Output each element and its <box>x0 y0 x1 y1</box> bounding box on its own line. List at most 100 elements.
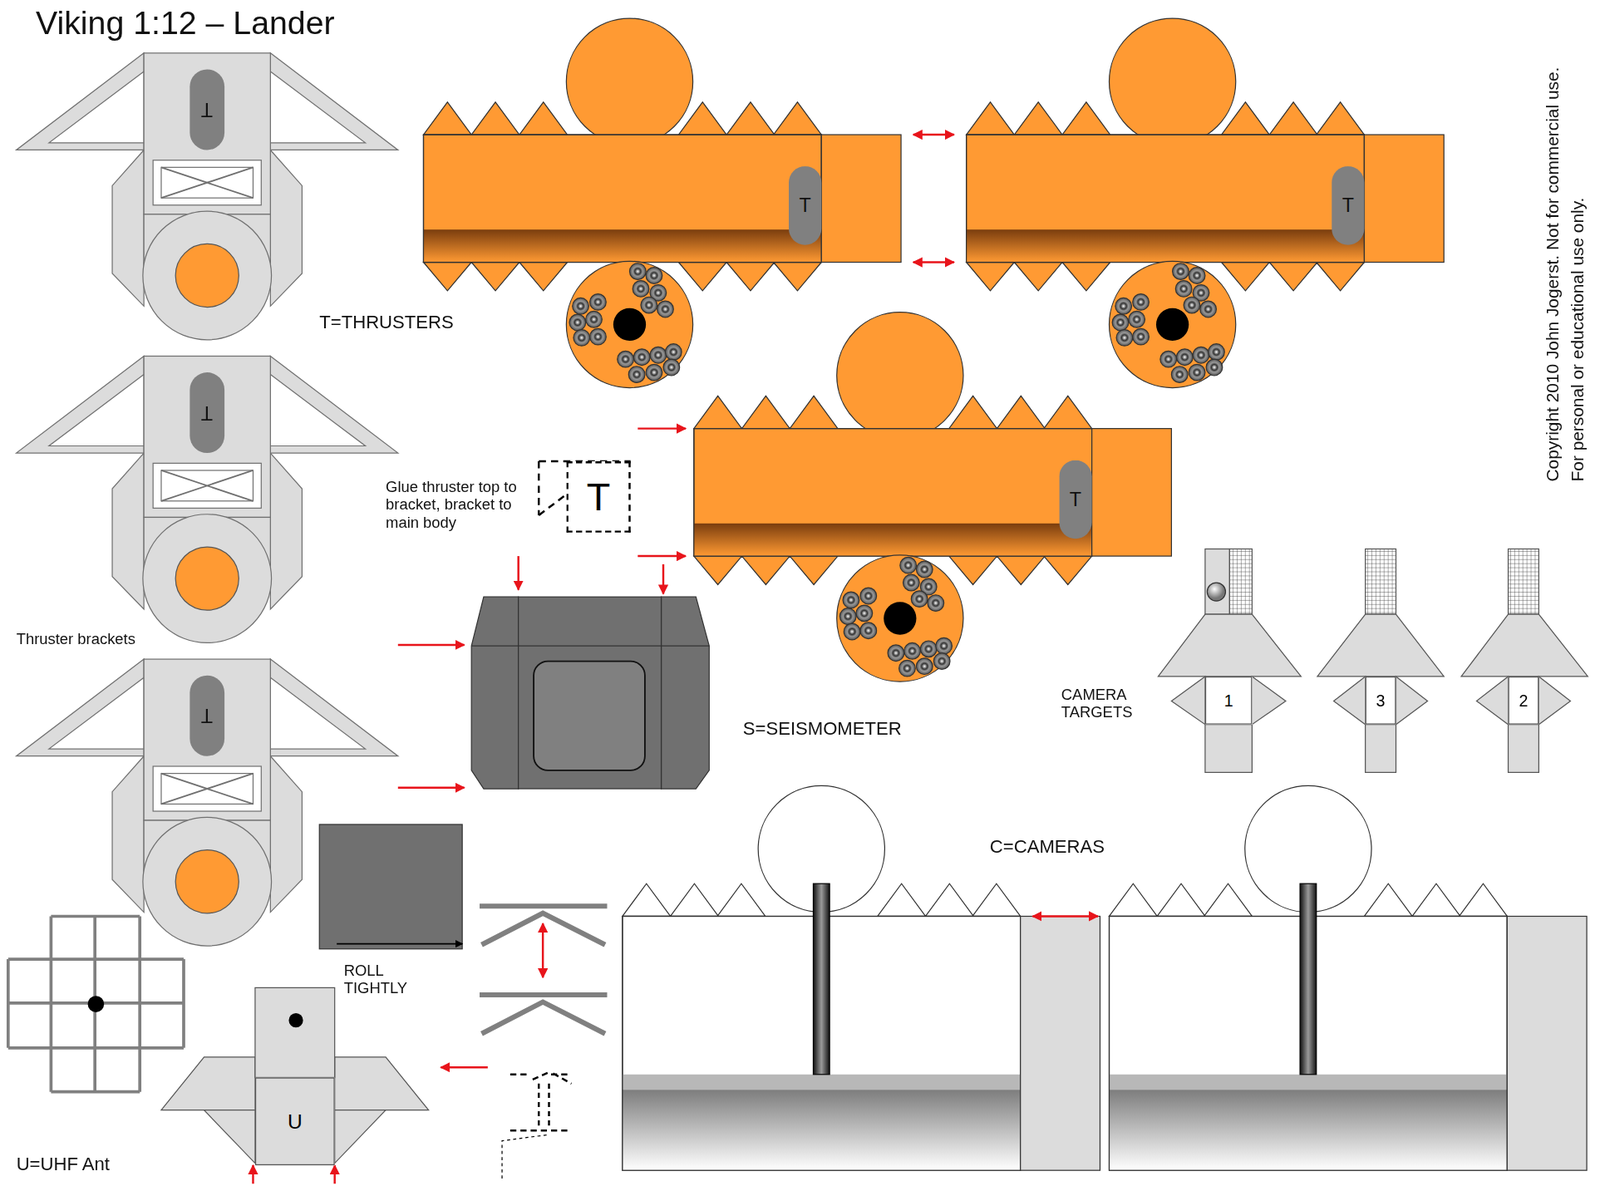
art-line <box>479 903 607 909</box>
node-text: 1 <box>1224 692 1234 709</box>
part-caption: Glue thruster top to bracket, bracket to… <box>385 477 529 532</box>
thruster-bracket <box>16 355 399 643</box>
art-line <box>251 1165 254 1184</box>
node-text: T <box>1069 489 1082 509</box>
art-path <box>502 1134 549 1179</box>
grid-dot <box>88 995 105 1013</box>
art-path <box>538 1083 549 1128</box>
thruster-mark: T <box>189 675 225 757</box>
art-line <box>398 787 465 789</box>
art-line <box>913 133 955 136</box>
part-caption: U=UHF Ant <box>16 1154 110 1176</box>
art-path <box>8 915 184 1092</box>
art-rect <box>518 596 662 789</box>
assembly-arrows <box>252 134 1098 1184</box>
thruster-bracket <box>16 53 399 340</box>
art-line <box>398 644 465 646</box>
part-label-box: 1 <box>1205 676 1252 725</box>
art-path <box>510 1129 570 1132</box>
art-rect <box>1365 549 1397 616</box>
thruster-mark: T <box>1058 460 1092 540</box>
thruster-guide-box: T <box>566 461 631 533</box>
art-line <box>440 1066 488 1069</box>
thruster-mark: T <box>1331 166 1364 246</box>
art-polygon <box>1251 676 1286 725</box>
copyright-note: Copyright 2010 John Jogerst. Not for com… <box>1542 67 1563 483</box>
part-caption: Thruster brackets <box>16 629 136 647</box>
thruster-part <box>966 18 1445 388</box>
art-line <box>479 992 607 998</box>
node-text: U <box>287 1111 303 1133</box>
part-label-box: 2 <box>1508 676 1540 725</box>
part-caption: C=CAMERAS <box>989 836 1105 858</box>
thruster-part <box>423 18 901 388</box>
art-line <box>516 556 519 591</box>
roll-square <box>319 824 463 950</box>
art-circle <box>1206 582 1226 601</box>
art-rect <box>1508 724 1540 773</box>
camera-part <box>1109 785 1588 1171</box>
uhf-legs <box>479 905 607 1034</box>
art-rect <box>255 987 335 1078</box>
art-circle <box>288 1013 303 1028</box>
node-text: 3 <box>1376 692 1386 709</box>
art-path <box>481 1002 606 1034</box>
art-polygon <box>1171 676 1206 725</box>
thruster-mark: T <box>189 372 225 453</box>
art-line <box>662 564 665 595</box>
art-polygon <box>1476 676 1508 725</box>
art-rect <box>533 661 645 771</box>
art-polygon <box>334 1057 429 1111</box>
art-line <box>541 923 544 978</box>
art-line <box>471 645 709 647</box>
part-label-box: U <box>255 1077 335 1166</box>
part-caption: CAMERA TARGETS <box>1061 685 1153 721</box>
thruster-part <box>694 312 1172 682</box>
art-path <box>510 1071 572 1084</box>
art-line <box>913 260 955 263</box>
art-polygon <box>161 1057 256 1111</box>
art-rect <box>1229 549 1252 616</box>
art-polygon <box>1461 614 1588 677</box>
art-polygon <box>1157 614 1301 677</box>
node-text: T <box>201 99 213 119</box>
part-caption: T=THRUSTERS <box>319 312 453 334</box>
thruster-mark: T <box>788 166 822 246</box>
part-label-box: 3 <box>1365 676 1397 725</box>
art-polygon <box>471 596 518 789</box>
sheet-title: Viking 1:12 – Lander <box>35 4 335 42</box>
copyright-note: For personal or educational use only. <box>1568 197 1589 483</box>
node-text: T <box>1342 196 1354 216</box>
art-polygon <box>204 1110 256 1164</box>
art-rect <box>1205 549 1230 616</box>
camera-targets <box>1157 549 1588 773</box>
node-text: T <box>201 706 213 726</box>
node-text: 2 <box>1518 692 1528 709</box>
art-rect <box>1508 549 1540 616</box>
art-line <box>1032 915 1098 917</box>
art-polygon <box>334 1110 386 1164</box>
art-rect <box>1205 724 1252 773</box>
roll-arrow <box>336 943 463 946</box>
part-caption: ROLL TIGHTLY <box>344 960 426 996</box>
art-polygon <box>1317 614 1444 677</box>
art-polygon <box>1334 676 1366 725</box>
art-line <box>333 1165 335 1184</box>
art-polygon <box>1538 676 1571 725</box>
node-text: T <box>201 403 213 423</box>
art-line <box>637 555 686 557</box>
art-polygon <box>1395 676 1428 725</box>
antenna-fold-guide <box>502 1071 572 1179</box>
art-rect <box>1365 724 1397 773</box>
seismometer-net <box>471 596 709 789</box>
node-text: T <box>799 196 812 216</box>
uhf-grid <box>8 915 184 1092</box>
part-caption: S=SEISMOMETER <box>743 718 902 739</box>
thruster-mark: T <box>189 68 225 150</box>
art-line <box>537 461 540 516</box>
art-line <box>637 427 686 429</box>
node-text: T <box>586 477 611 517</box>
art-polygon <box>661 596 710 789</box>
